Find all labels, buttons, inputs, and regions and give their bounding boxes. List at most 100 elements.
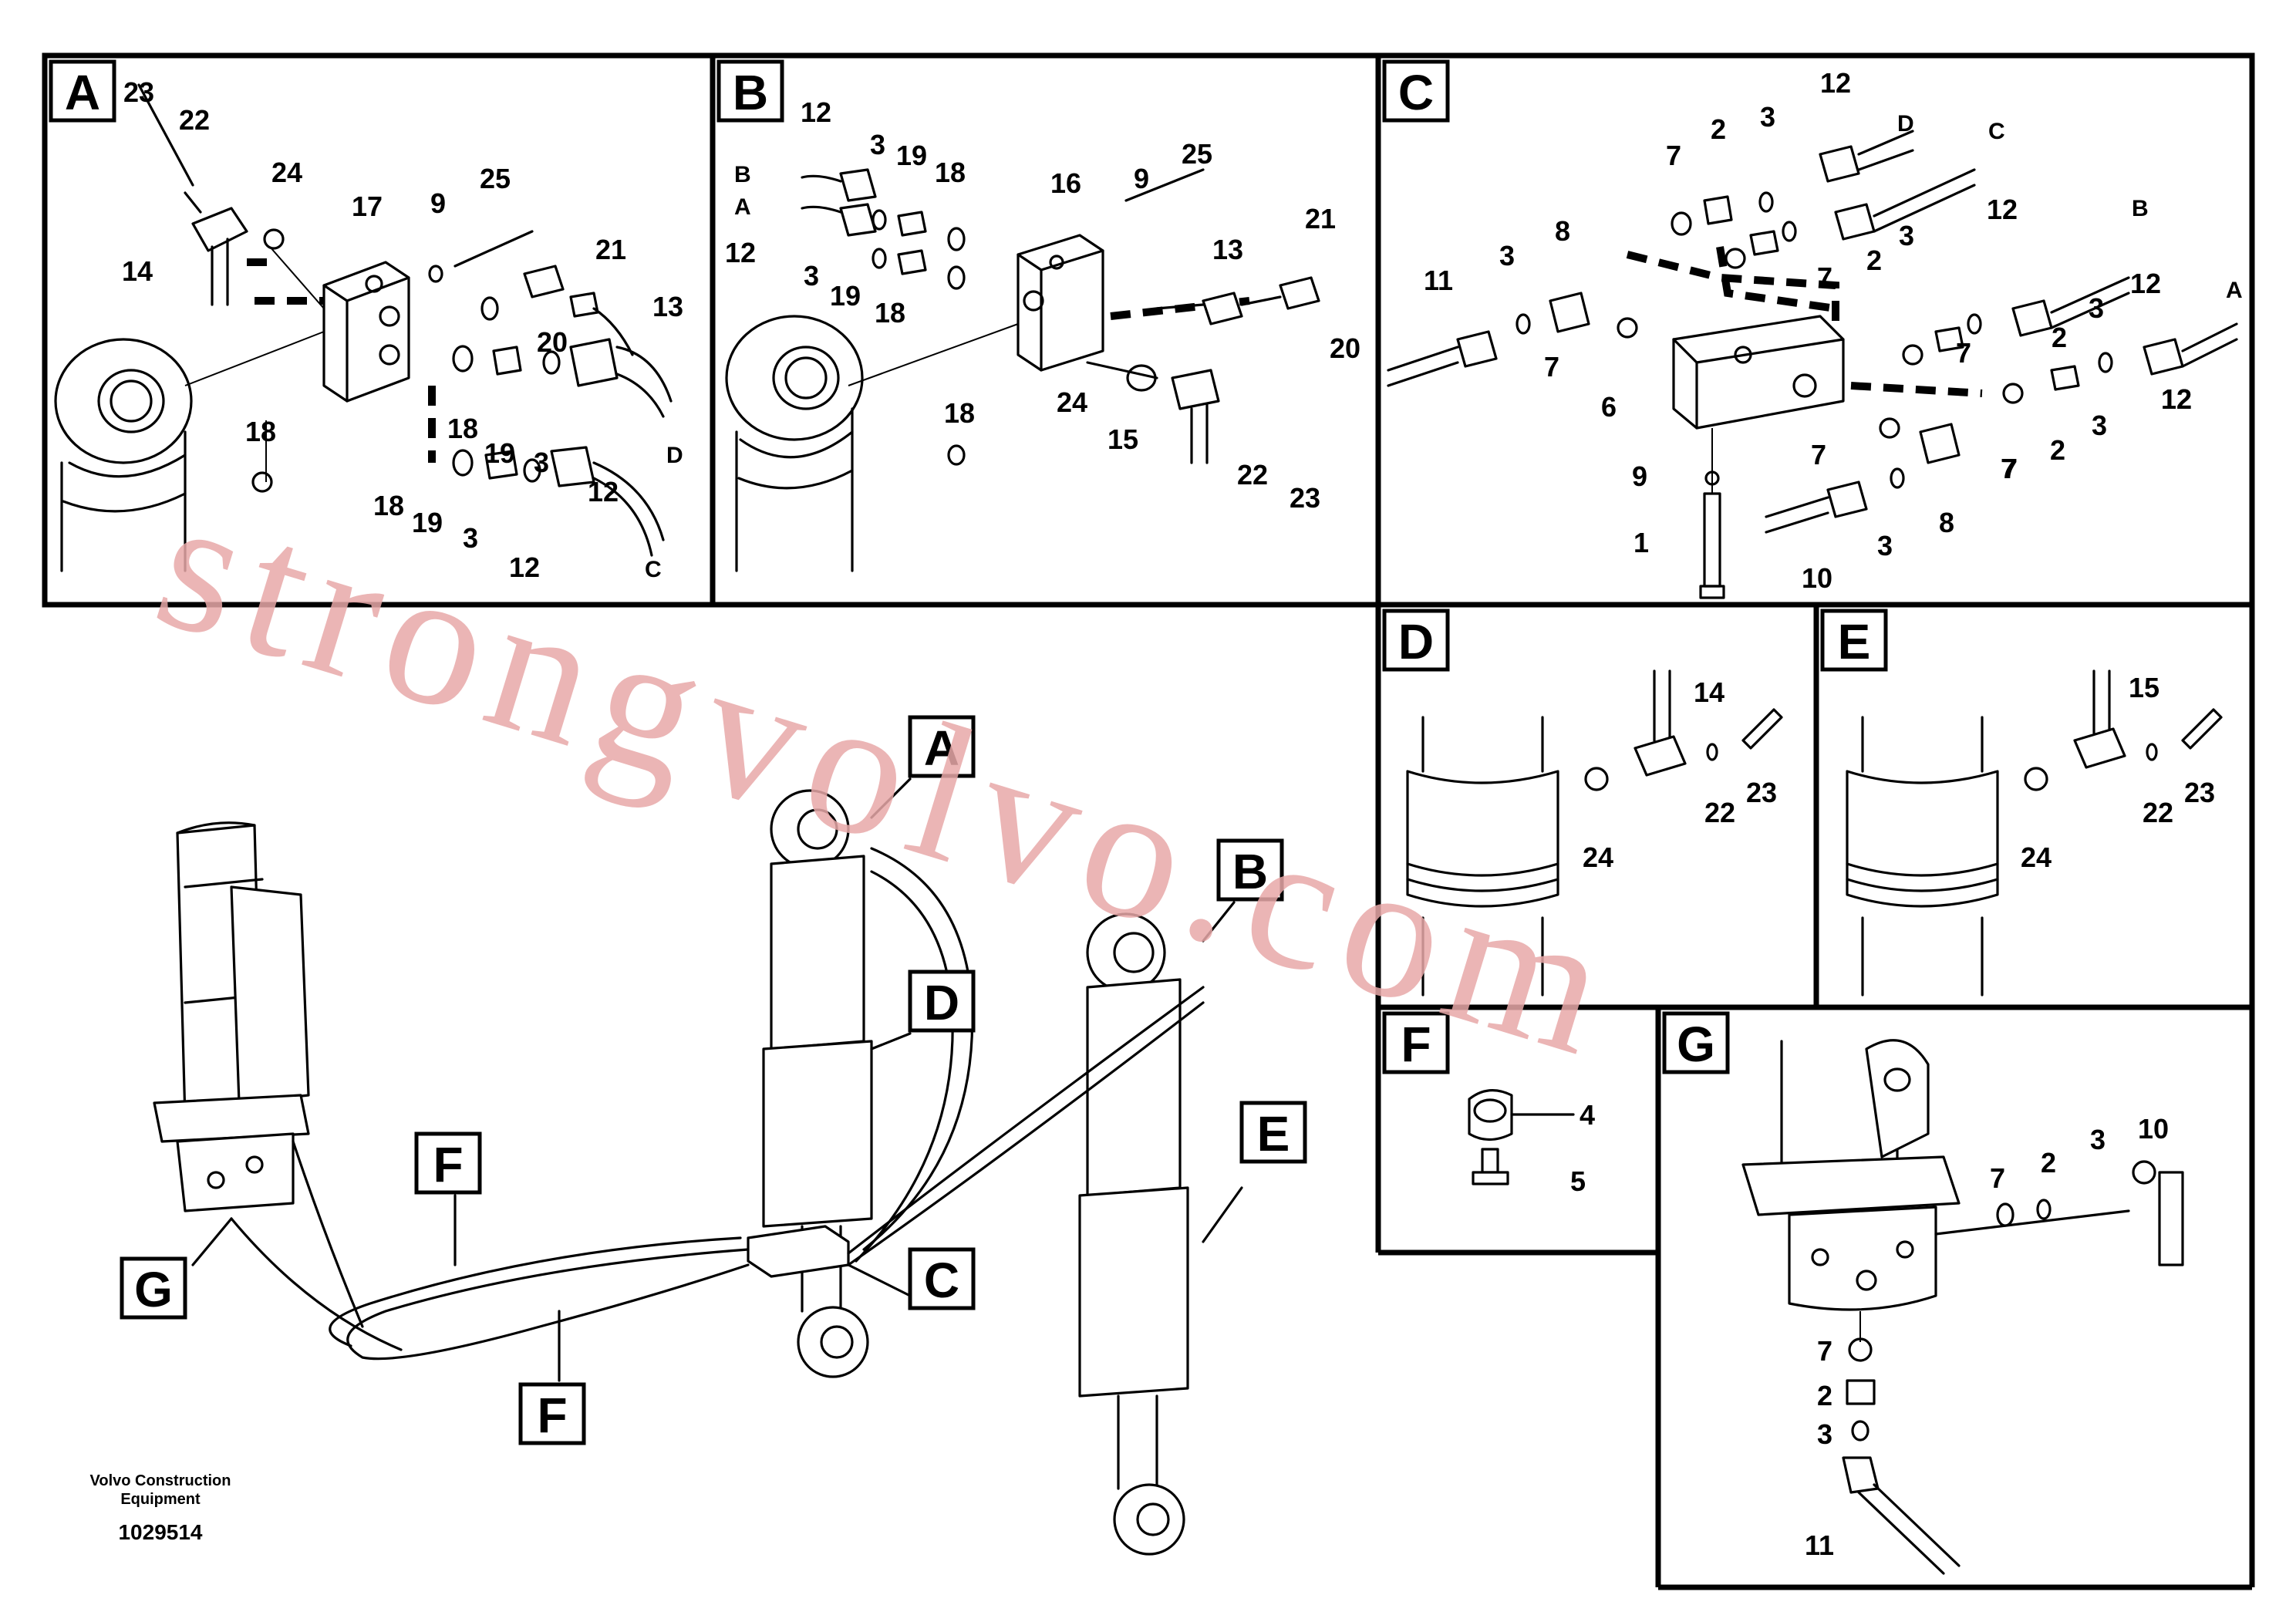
svg-text:20: 20 (537, 326, 568, 358)
svg-text:C: C (1398, 65, 1434, 120)
panel-a-labels: 23 22 24 17 9 25 21 14 20 13 18 18 19 3 … (122, 76, 683, 583)
svg-text:C: C (1988, 119, 2005, 144)
callout-g: G (120, 1217, 233, 1320)
svg-text:7: 7 (1956, 337, 1971, 369)
panel-g-labels: 7 2 3 10 7 2 3 11 (1805, 1113, 2169, 1561)
callout-d: D (870, 969, 976, 1050)
svg-text:24: 24 (271, 157, 302, 188)
svg-text:10: 10 (1802, 562, 1832, 594)
svg-text:A: A (65, 65, 100, 120)
svg-text:18: 18 (935, 157, 966, 188)
svg-text:D: D (1897, 111, 1914, 137)
svg-text:7: 7 (1666, 140, 1681, 171)
svg-text:12: 12 (725, 237, 756, 268)
svg-text:25: 25 (1182, 138, 1212, 170)
svg-text:B: B (1232, 844, 1268, 899)
svg-text:2: 2 (2041, 1147, 2056, 1179)
document-number: 1029514 (118, 1520, 202, 1544)
panel-tag-g: G (1662, 1011, 1730, 1074)
svg-text:13: 13 (1212, 234, 1243, 265)
svg-text:E: E (1257, 1106, 1290, 1162)
panel-d-labels: 14 22 23 24 (1583, 676, 1777, 873)
svg-text:A: A (924, 720, 959, 776)
panel-tag-f: F (1382, 1011, 1450, 1074)
svg-text:15: 15 (1108, 423, 1138, 455)
svg-text:23: 23 (123, 76, 154, 108)
svg-text:9: 9 (430, 187, 446, 219)
svg-text:7: 7 (1990, 1162, 2005, 1194)
panel-b-labels: 12 B A 3 19 18 16 9 25 12 3 19 18 13 21 … (725, 96, 1360, 514)
svg-text:1: 1 (1633, 527, 1649, 558)
svg-text:13: 13 (652, 291, 683, 322)
svg-text:16: 16 (1050, 167, 1081, 199)
svg-text:F: F (433, 1137, 463, 1192)
callout-f-lower: F (518, 1310, 586, 1445)
svg-text:23: 23 (2184, 777, 2215, 808)
svg-text:3: 3 (2090, 1124, 2106, 1155)
svg-text:8: 8 (1555, 215, 1570, 247)
svg-text:7: 7 (1544, 351, 1559, 383)
svg-text:12: 12 (588, 476, 619, 508)
panel-tag-d: D (1382, 609, 1450, 672)
svg-text:9: 9 (1632, 460, 1647, 492)
callout-f-upper: F (414, 1131, 482, 1266)
svg-text:20: 20 (1330, 332, 1360, 364)
svg-text:F: F (1401, 1017, 1431, 1072)
svg-text:2: 2 (2050, 434, 2065, 466)
svg-text:D: D (666, 443, 683, 468)
svg-text:24: 24 (1583, 841, 1613, 873)
svg-text:23: 23 (1746, 777, 1777, 808)
svg-text:2: 2 (2052, 322, 2067, 353)
svg-text:12: 12 (2130, 268, 2161, 299)
svg-text:3: 3 (1760, 101, 1775, 133)
callout-b: B (1202, 838, 1284, 943)
panel-f-labels: 4 5 (1570, 1099, 1595, 1197)
callout-c: C (847, 1247, 976, 1310)
svg-text:3: 3 (2092, 410, 2107, 441)
svg-text:18: 18 (447, 413, 478, 444)
svg-text:12: 12 (1987, 194, 2018, 225)
panel-c-labels: 12 D 3 2 7 C 12 3 8 2 7 12 B 11 3 7 2 3 … (1424, 67, 2243, 594)
svg-text:3: 3 (534, 447, 549, 478)
svg-text:19: 19 (412, 507, 443, 538)
callout-a: A (870, 715, 976, 819)
panel-b-drawing (725, 168, 1320, 572)
svg-text:6: 6 (1601, 391, 1617, 423)
svg-text:2: 2 (1817, 1380, 1832, 1411)
panel-f-drawing (1468, 1089, 1575, 1185)
panel-g-drawing (1741, 1039, 2184, 1575)
panel-tag-e: E (1820, 609, 1888, 672)
svg-text:15: 15 (2129, 672, 2159, 703)
svg-text:12: 12 (1820, 67, 1851, 99)
svg-text:12: 12 (2161, 383, 2192, 415)
svg-text:7: 7 (1811, 439, 1826, 470)
svg-text:25: 25 (480, 163, 511, 194)
svg-text:3: 3 (2089, 292, 2104, 324)
svg-text:3: 3 (1817, 1418, 1832, 1450)
svg-text:12: 12 (801, 96, 831, 128)
svg-text:22: 22 (179, 104, 210, 136)
svg-text:E: E (1838, 614, 1871, 669)
svg-text:19: 19 (484, 437, 515, 469)
panel-d-drawing (1406, 669, 1783, 996)
svg-text:B: B (734, 162, 751, 187)
svg-text:G: G (134, 1262, 173, 1317)
svg-text:22: 22 (1704, 797, 1735, 828)
panel-e-drawing (1846, 669, 2223, 996)
svg-text:23: 23 (1290, 482, 1320, 514)
panel-e-labels: 15 22 23 24 (2021, 672, 2215, 873)
svg-text:2: 2 (1711, 113, 1726, 145)
svg-text:A: A (2226, 278, 2243, 303)
svg-text:D: D (1398, 614, 1434, 669)
svg-text:12: 12 (2161, 383, 2192, 415)
svg-text:18: 18 (875, 297, 905, 329)
svg-text:5: 5 (1570, 1165, 1586, 1197)
svg-text:7: 7 (2002, 453, 2018, 484)
svg-text:21: 21 (1305, 203, 1336, 234)
svg-text:17: 17 (352, 191, 383, 222)
svg-text:3: 3 (1877, 530, 1893, 561)
svg-text:G: G (1677, 1017, 1715, 1072)
panel-a-drawing (54, 83, 673, 572)
svg-text:3: 3 (870, 129, 885, 160)
